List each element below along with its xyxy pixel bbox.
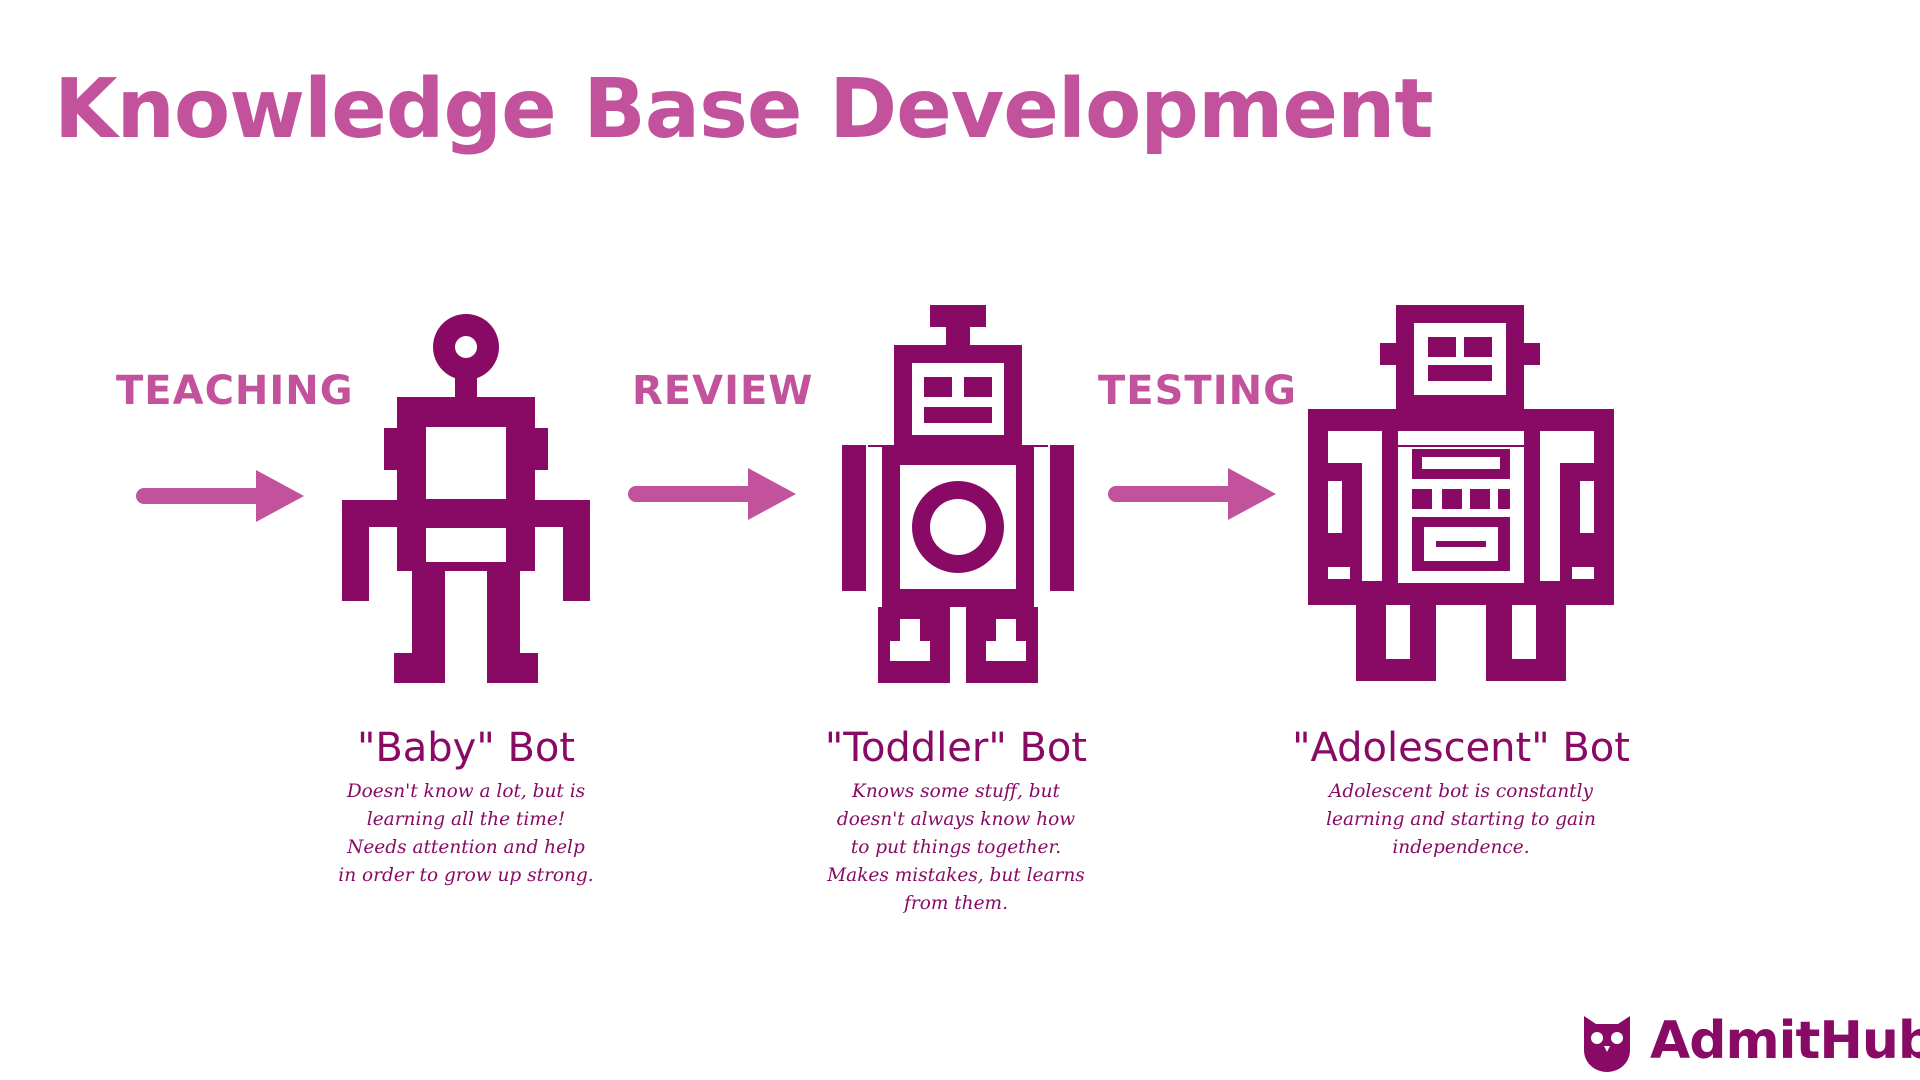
admithub-logo: AdmitHub <box>1578 1010 1920 1072</box>
right-arrow-icon <box>136 470 304 522</box>
logo-text: AdmitHub <box>1650 1011 1920 1071</box>
bot-name-baby: "Baby" Bot <box>356 725 576 771</box>
stage-label-testing: TESTING <box>1098 368 1297 414</box>
bot-desc-adolescent: Adolescent bot is constantly learning an… <box>1326 781 1596 858</box>
stage-label-teaching: TEACHING <box>116 368 354 414</box>
toddler-robot-icon <box>842 305 1074 683</box>
bot-name-adolescent: "Adolescent" Bot <box>1292 725 1630 771</box>
owl-icon <box>1584 1016 1630 1072</box>
adolescent-robot-icon <box>1308 305 1614 681</box>
bot-name-toddler: "Toddler" Bot <box>824 725 1088 771</box>
stage-label-review: REVIEW <box>632 368 814 414</box>
right-arrow-icon <box>1108 468 1276 520</box>
right-arrow-icon <box>628 468 796 520</box>
bot-desc-baby: Doesn't know a lot, but is learning all … <box>338 781 594 886</box>
baby-robot-icon <box>342 314 590 683</box>
page-title: Knowledge Base Development <box>54 62 1434 157</box>
bot-desc-toddler: Knows some stuff, but doesn't always kno… <box>827 781 1085 914</box>
